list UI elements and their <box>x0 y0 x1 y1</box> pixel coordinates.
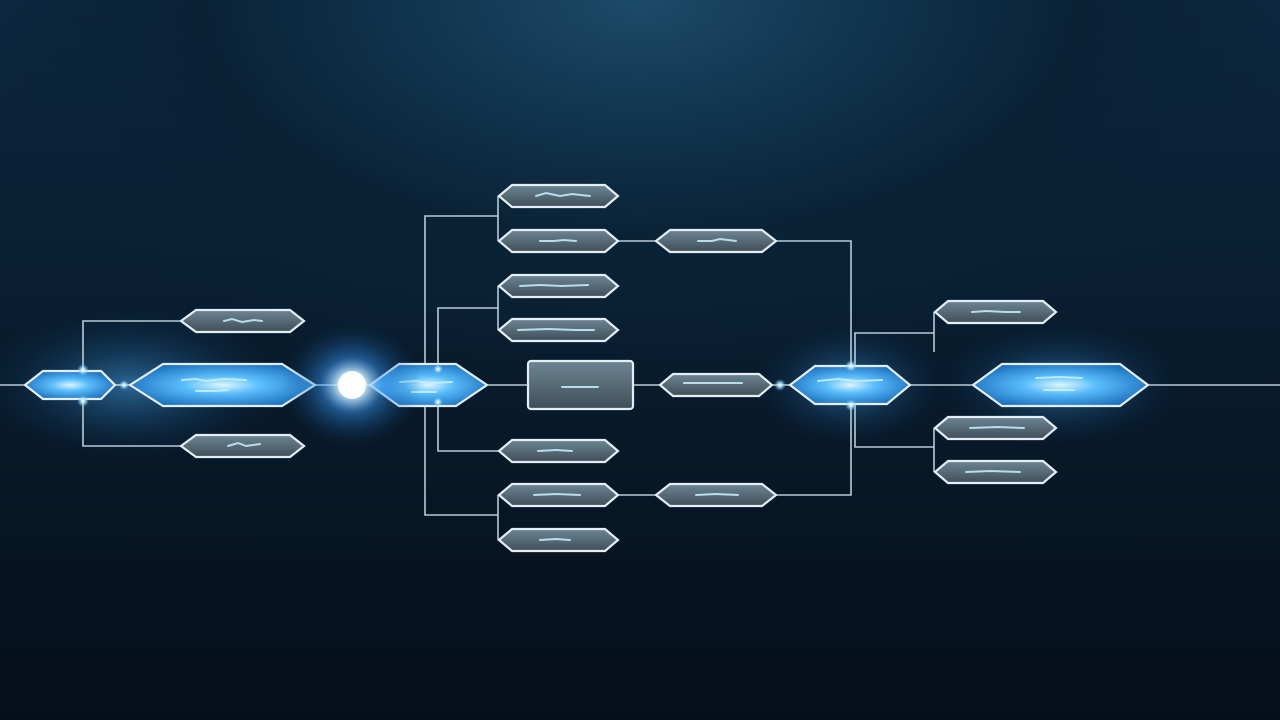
scribble-right-hub <box>817 377 883 383</box>
connector-hub-bottom <box>424 400 498 516</box>
sparkle-left-top <box>77 364 89 376</box>
scribble-left-top <box>223 317 263 324</box>
scribble-right-lower-b <box>965 469 1021 473</box>
sparkle-left-bottom <box>77 395 89 407</box>
sparkle-left-mid <box>119 380 129 390</box>
connector-hub-lower <box>437 400 500 452</box>
connector-right-down <box>854 400 934 448</box>
connector-left-down <box>82 400 182 447</box>
connector-hub-top <box>424 215 498 370</box>
node-center-box <box>526 359 635 411</box>
connector-hub-upper <box>437 307 498 370</box>
glow-effects <box>77 323 857 447</box>
connector-left-up <box>82 320 182 370</box>
lens-flare-core <box>338 371 366 399</box>
scribble-col1-d <box>517 327 595 331</box>
sparkle-mid-right <box>774 379 786 391</box>
scribble-col1-a <box>535 191 591 198</box>
nodes <box>23 183 1150 553</box>
sparkle-right-hub-top <box>845 360 857 372</box>
node-right-hub <box>788 364 912 406</box>
sparkle-hub-top <box>433 364 443 374</box>
scribble-col1-g <box>539 537 571 541</box>
connector-right-up <box>854 332 934 370</box>
node-left-start <box>23 369 117 401</box>
connector-lines <box>0 196 1280 540</box>
node-label-scribbles <box>181 191 1083 541</box>
scribble-left-main <box>181 377 247 392</box>
scribble-col1-f <box>533 492 581 496</box>
node-right-end <box>971 362 1150 408</box>
scribble-col1-b <box>539 238 577 242</box>
node-left-bottom <box>179 433 306 459</box>
scribble-col2-bottom <box>695 492 739 496</box>
scribble-right-end <box>1035 375 1083 391</box>
sparkle-hub-bottom <box>433 397 443 407</box>
scribble-col1-c <box>519 283 589 288</box>
scribble-right-top <box>971 309 1021 313</box>
scribble-left-bottom <box>227 441 261 448</box>
connector-bottom-to-right <box>776 400 852 496</box>
scribble-col2-top <box>697 237 737 242</box>
sparkle-right-hub-bottom <box>845 399 857 411</box>
node-col2-mid <box>658 372 774 398</box>
scribble-col1-e <box>537 448 573 452</box>
scribble-right-lower-a <box>969 425 1025 429</box>
connector-top-to-right <box>776 240 852 370</box>
